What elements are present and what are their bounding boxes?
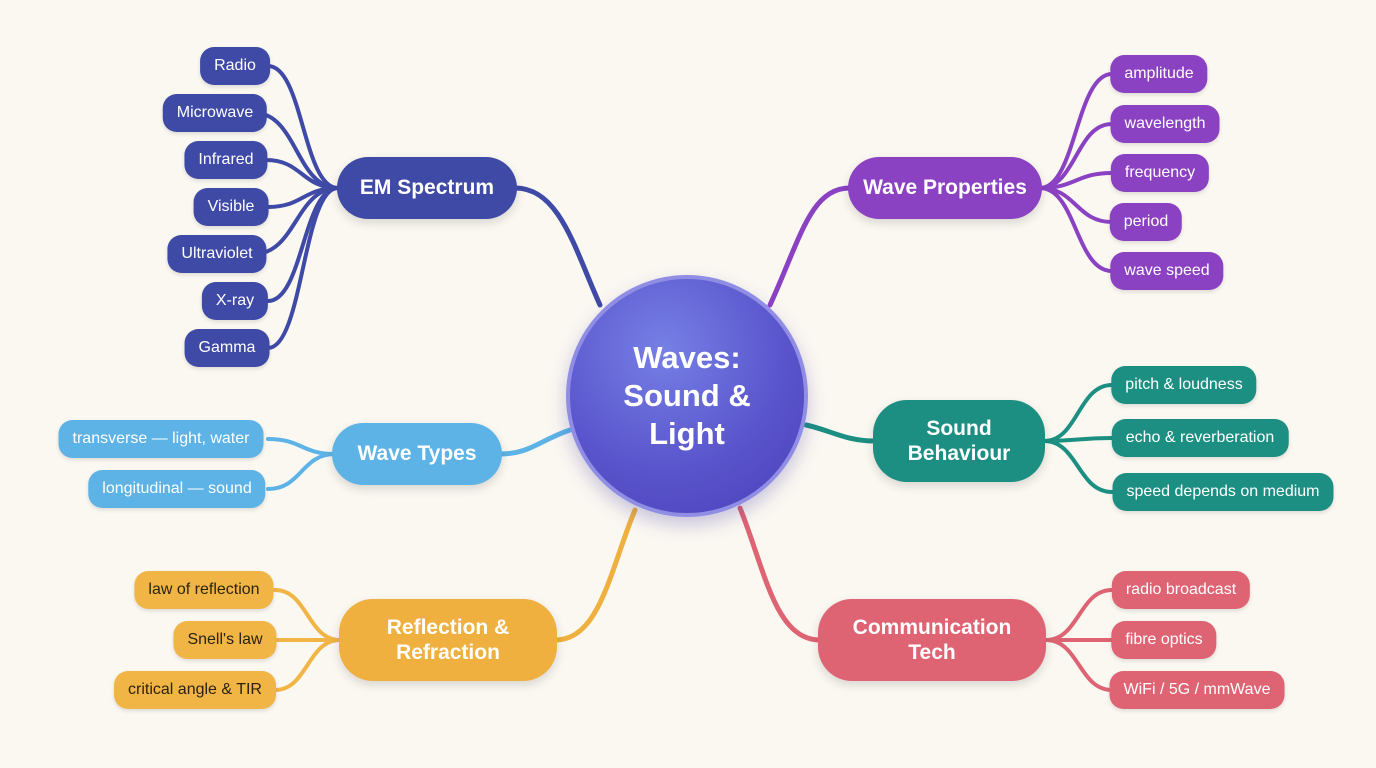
link-sound-0 [1042,383,1114,443]
branch-sound-line-2: Behaviour [907,442,1011,465]
link-refl-0 [273,588,342,642]
leaf-infrared[interactable]: Infrared [184,141,268,179]
branch-reflection-line-2: Refraction [396,641,500,664]
branch-comms-line-2: Tech [908,641,956,664]
leaf-critical-angle[interactable]: critical angle & TIR [114,671,276,709]
trunk-wave-properties [767,185,853,308]
link-refl-2 [273,638,342,692]
link-em-0 [266,64,340,190]
link-types-0 [266,437,337,456]
leaf-wifi-5g[interactable]: WiFi / 5G / mmWave [1109,671,1285,709]
link-prop-0 [1038,72,1114,190]
leaf-wave-speed[interactable]: wave speed [1110,252,1224,290]
trunk-em-spectrum [512,185,603,308]
link-comms-0 [1044,588,1114,642]
leaf-echo-reverberation[interactable]: echo & reverberation [1111,419,1289,457]
leaf-ultraviolet[interactable]: Ultraviolet [167,235,267,273]
leaf-law-of-reflection[interactable]: law of reflection [134,571,274,609]
trunk-reflection [552,507,638,643]
central-topic-line-1: Waves: [633,340,741,376]
leaf-transverse[interactable]: transverse — light, water [58,420,264,458]
leaf-speed-depends-medium[interactable]: speed depends on medium [1112,473,1334,511]
trunk-sound-behaviour [803,422,878,444]
branch-communication-tech[interactable]: Communication Tech [818,599,1046,681]
leaf-fibre-optics[interactable]: fibre optics [1111,621,1217,659]
link-prop-4 [1038,186,1114,273]
trunk-communication [737,505,823,643]
link-types-1 [266,452,337,491]
branch-reflection-refraction[interactable]: Reflection & Refraction [339,599,557,681]
branch-sound-line-1: Sound [926,416,992,440]
leaf-radio[interactable]: Radio [200,47,270,85]
leaf-pitch-loudness[interactable]: pitch & loudness [1111,366,1257,404]
branch-comms-line-1: Communication [852,615,1012,639]
leaf-snells-law[interactable]: Snell's law [173,621,277,659]
leaf-longitudinal[interactable]: longitudinal — sound [88,470,266,508]
branch-em-spectrum[interactable]: EM Spectrum [337,157,517,219]
central-topic-line-3: Light [649,415,725,451]
branch-sound-behaviour[interactable]: Sound Behaviour [873,400,1045,482]
leaf-wavelength[interactable]: wavelength [1110,105,1220,143]
branch-wave-types[interactable]: Wave Types [332,423,502,485]
link-em-6 [266,186,340,350]
link-em-1 [253,111,340,190]
branch-reflection-line-1: Reflection & [386,615,510,639]
link-prop-2 [1038,171,1114,190]
leaf-radio-broadcast[interactable]: radio broadcast [1111,571,1251,609]
leaf-microwave[interactable]: Microwave [162,94,268,132]
leaf-visible[interactable]: Visible [193,188,269,226]
leaf-period[interactable]: period [1109,203,1183,241]
central-topic-line-2: Sound & [623,378,751,414]
leaf-amplitude[interactable]: amplitude [1110,55,1208,93]
central-topic[interactable]: Waves: Sound & Light [566,275,808,517]
leaf-frequency[interactable]: frequency [1110,154,1210,192]
leaf-gamma[interactable]: Gamma [184,329,270,367]
leaf-x-ray[interactable]: X-ray [201,282,269,320]
branch-wave-properties[interactable]: Wave Properties [848,157,1042,219]
link-sound-2 [1042,439,1114,494]
trunk-wave-types [497,427,573,457]
link-comms-2 [1044,638,1114,692]
link-em-4 [252,186,340,256]
